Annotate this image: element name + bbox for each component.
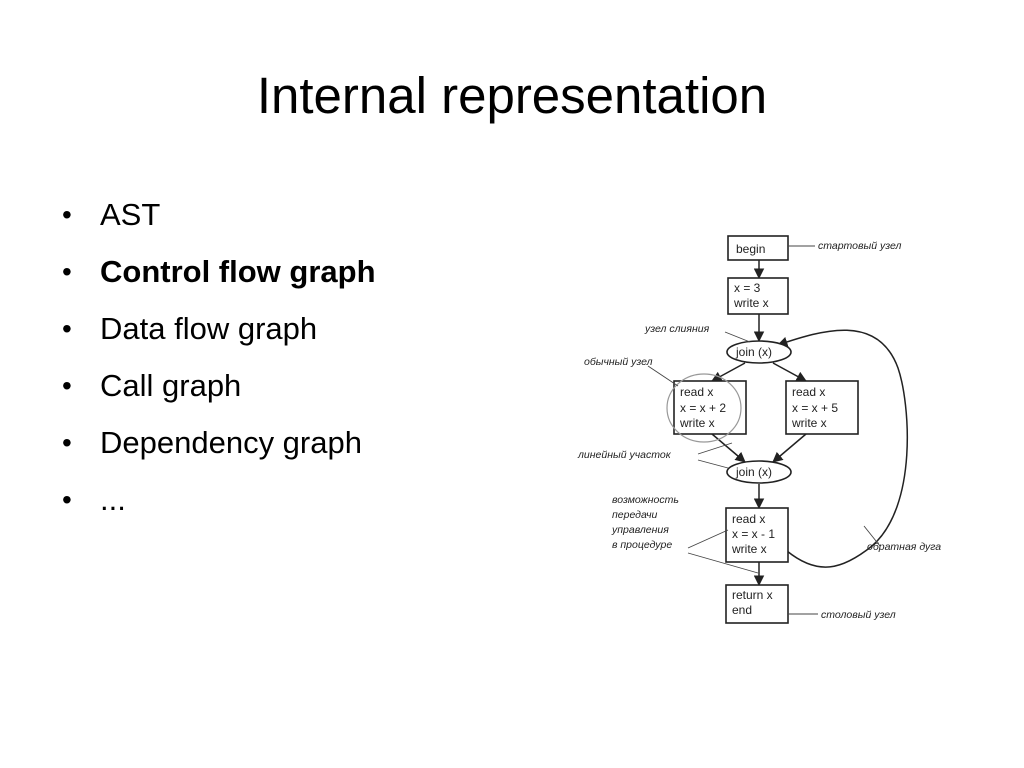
bullet-item: • Call graph — [60, 357, 376, 414]
control-flow-graph-diagram: begin x = 3 write x join (x) read x x = … — [577, 235, 941, 624]
bullet-dot: • — [62, 313, 72, 344]
node-init — [727, 277, 789, 315]
edge-right-join2 — [772, 433, 807, 463]
graph-edges — [711, 260, 909, 587]
node-join1-label: join (x) — [735, 345, 772, 359]
bullet-text: Control flow graph — [100, 254, 376, 289]
bullet-item: • Dependency graph — [60, 414, 376, 471]
annotation-start-node: стартовый узел — [818, 240, 901, 252]
ordinary-node-highlight — [666, 373, 742, 443]
bullet-text: AST — [100, 197, 161, 232]
node-join2-label: join (x) — [735, 465, 772, 479]
bullet-list: • AST • Control flow graph • Data flow grap… — [60, 186, 376, 528]
bullet-item: • Control flow graph — [60, 243, 376, 300]
node-right-line-1: read x — [792, 385, 825, 399]
bullet-text: Data flow graph — [100, 311, 318, 346]
leader-back-edge — [863, 525, 881, 547]
annotation-merge-node: узел слияния — [644, 323, 710, 335]
node-left — [673, 380, 747, 435]
node-left-line-1: read x — [680, 385, 713, 399]
slide-title: Internal representation — [256, 67, 768, 124]
bullet-item: •... — [60, 471, 376, 528]
bullet-item: • Data flow graph — [60, 300, 376, 357]
leader-call-possibility — [687, 529, 729, 549]
bullet-text: Dependency graph — [100, 425, 362, 460]
node-ret — [725, 584, 789, 624]
node-dec-line-3: write x — [731, 542, 767, 556]
bullet-dot: • — [62, 427, 72, 458]
annotation-call-possibility-2: передачи — [612, 509, 658, 521]
bullet-text: Call graph — [100, 368, 242, 403]
node-right-line-3: write x — [791, 416, 827, 430]
back-edge — [777, 329, 909, 568]
bullet-dot: • — [62, 484, 72, 515]
bullet-dot: • — [62, 199, 72, 230]
leader-linear-section-2 — [697, 459, 729, 469]
leader-merge-node — [724, 331, 751, 343]
edge-join1-right — [772, 362, 807, 382]
annotation-call-possibility-1: возможность — [612, 494, 679, 506]
bullet-item: • AST — [60, 186, 376, 243]
node-join1 — [726, 340, 792, 364]
node-left-line-3: write x — [679, 416, 715, 430]
node-right-line-2: x = x + 5 — [792, 401, 838, 415]
node-right — [785, 380, 859, 435]
node-dec-line-1: read x — [732, 512, 765, 526]
node-dec-line-2: x = x - 1 — [732, 527, 775, 541]
bullet-text: ... — [100, 482, 126, 517]
edge-join1-left — [711, 362, 746, 382]
node-labels: begin x = 3 write x join (x) read x x = … — [679, 242, 838, 617]
annotation-linear-section: линейный участок — [577, 449, 672, 461]
annotation-leaders — [647, 245, 881, 615]
bullet-dot: • — [62, 256, 72, 287]
node-ret-line-2: end — [732, 603, 752, 617]
annotation-back-edge: обратная дуга — [867, 541, 941, 553]
node-init-line-1: x = 3 — [734, 281, 761, 295]
annotation-end-node: столовый узел — [821, 609, 896, 621]
graph-nodes — [673, 235, 859, 624]
edge-left-join2 — [711, 433, 746, 463]
bullet-dot: • — [62, 370, 72, 401]
annotation-call-possibility-3: управления — [611, 524, 669, 536]
node-dec — [725, 507, 789, 563]
node-begin-line-1: begin — [736, 242, 765, 256]
node-begin — [727, 235, 789, 261]
node-left-line-2: x = x + 2 — [680, 401, 726, 415]
annotation-call-possibility-4: в процедуре — [612, 539, 672, 551]
leader-call-possibility-2 — [687, 552, 759, 574]
leader-ordinary-node — [647, 365, 679, 387]
annotation-labels: стартовый узел узел слияния обычный узел… — [577, 240, 941, 621]
node-join2 — [726, 460, 792, 484]
annotation-ordinary-node: обычный узел — [584, 356, 653, 368]
leader-linear-section — [697, 442, 733, 455]
node-init-line-2: write x — [733, 296, 769, 310]
node-ret-line-1: return x — [732, 588, 773, 602]
